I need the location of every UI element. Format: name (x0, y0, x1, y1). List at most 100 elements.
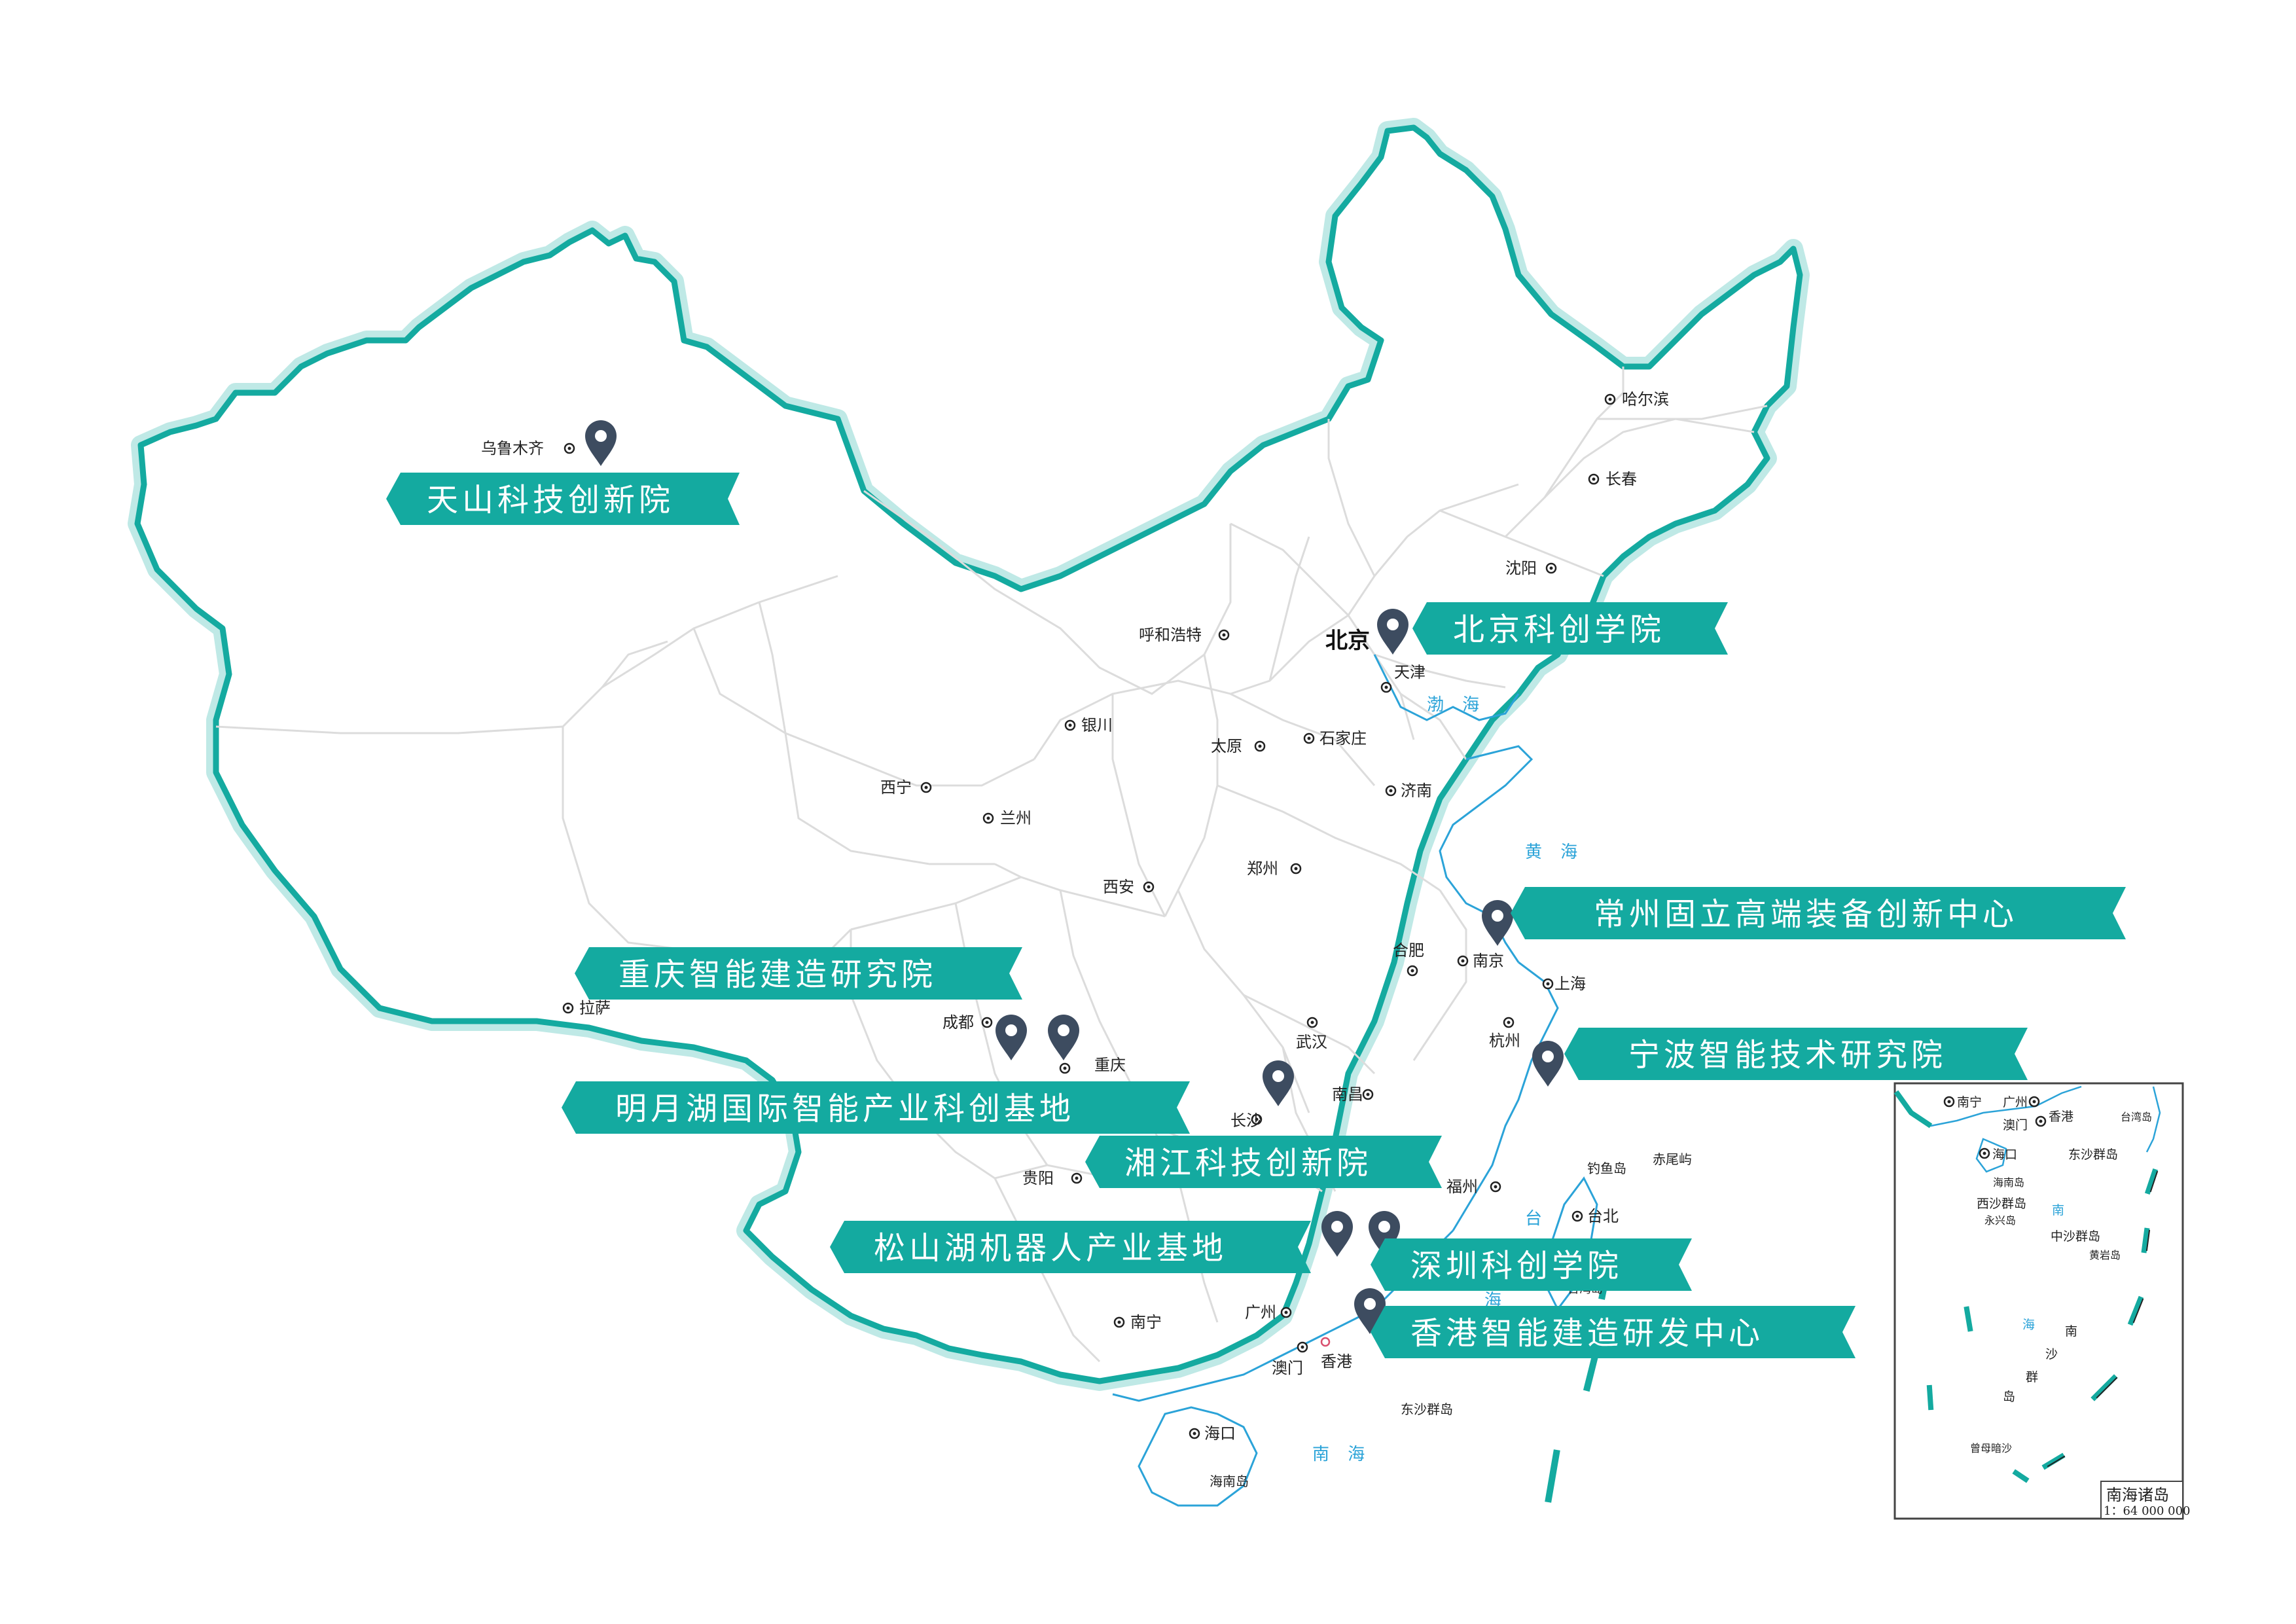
inset-zengmu: 曾母暗沙 (1970, 1442, 2012, 1454)
inset-huangyan: 黄岩岛 (2089, 1249, 2121, 1261)
svg-text:乌鲁木齐: 乌鲁木齐 (481, 439, 544, 458)
city-lhasa: 拉萨 (562, 999, 611, 1017)
banner-shenzhen[interactable]: 深圳科创学院 (1371, 1238, 1692, 1291)
svg-text:松山湖机器人产业基地: 松山湖机器人产业基地 (874, 1230, 1227, 1267)
svg-text:福州: 福州 (1446, 1178, 1478, 1196)
inset-macau: 澳门 (2003, 1118, 2028, 1132)
inset-nanning: 南宁 (1957, 1095, 1982, 1110)
inset-haikou: 海口 (1992, 1147, 2017, 1162)
inset-qun: 群 (2026, 1370, 2038, 1384)
svg-text:香港: 香港 (1321, 1352, 1352, 1371)
huanghai-label: 黄 海 (1525, 842, 1584, 862)
city-harbin: 哈尔滨 (1604, 390, 1669, 408)
pin-dongguan[interactable] (1321, 1211, 1353, 1257)
inset-zhongsha: 中沙群岛 (2051, 1229, 2100, 1244)
svg-text:长沙: 长沙 (1230, 1111, 1262, 1130)
city-fuzhou: 福州 (1446, 1178, 1501, 1196)
pin-ningbo[interactable] (1532, 1041, 1564, 1087)
sea-labels: 渤 海 黄 海 南 海 台 海 (1312, 695, 1584, 1464)
city-macau: 澳门 (1272, 1341, 1308, 1377)
city-nanchang: 南昌 (1332, 1085, 1374, 1104)
city-nanjing: 南京 (1457, 952, 1504, 970)
svg-text:澳门: 澳门 (1272, 1359, 1303, 1377)
banner-ningbo[interactable]: 宁波智能技术研究院 (1564, 1028, 2028, 1080)
inset-scale: 1：64 000 000 (2104, 1504, 2191, 1518)
svg-text:常州固立高端装备创新中心: 常州固立高端装备创新中心 (1594, 896, 2018, 933)
svg-text:南宁: 南宁 (1130, 1313, 1162, 1331)
svg-text:银川: 银川 (1081, 716, 1113, 734)
city-xining: 西宁 (880, 778, 932, 797)
city-nanning: 南宁 (1113, 1313, 1162, 1331)
svg-text:南昌: 南昌 (1332, 1085, 1363, 1104)
svg-text:贵阳: 贵阳 (1022, 1169, 1054, 1187)
svg-text:海口: 海口 (1204, 1424, 1236, 1443)
taiwan-strait-label: 台 (1525, 1209, 1549, 1229)
city-tianjin: 天津 (1380, 663, 1426, 693)
svg-text:重庆智能建造研究院: 重庆智能建造研究院 (619, 956, 937, 993)
inset-nan: 南 (2052, 1203, 2064, 1218)
inset-hongkong: 香港 (2049, 1110, 2073, 1124)
inset-hainan: 海南岛 (1993, 1176, 2024, 1189)
banner-changzhou[interactable]: 常州固立高端装备创新中心 (1511, 887, 2126, 939)
svg-text:天山科技创新院: 天山科技创新院 (427, 482, 674, 518)
svg-text:太原: 太原 (1211, 737, 1242, 755)
svg-text:北京科创学院: 北京科创学院 (1453, 611, 1665, 648)
city-shanghai: 上海 (1542, 975, 1586, 993)
svg-text:上海: 上海 (1554, 975, 1586, 993)
svg-text:合肥: 合肥 (1393, 941, 1424, 960)
banner-xiangjiang[interactable]: 湘江科技创新院 (1085, 1136, 1442, 1188)
inset-hai: 海 (2022, 1318, 2035, 1332)
svg-text:香港智能建造研发中心: 香港智能建造研发中心 (1410, 1315, 1764, 1352)
svg-text:哈尔滨: 哈尔滨 (1622, 390, 1669, 408)
city-hongkong: 香港 (1320, 1337, 1352, 1371)
banner-chongqing[interactable]: 重庆智能建造研究院 (575, 947, 1022, 1000)
banners[interactable]: 天山科技创新院 北京科创学院 常州固立高端装备创新中心 重庆智能建造研究院 宁波… (386, 473, 2126, 1358)
city-beijing: 北京 (1325, 628, 1370, 654)
city-urumqi: 乌鲁木齐 (481, 439, 575, 458)
city-chengdu: 成都 (942, 1013, 993, 1032)
city-lanzhou: 兰州 (982, 809, 1031, 827)
banner-tianshan[interactable]: 天山科技创新院 (386, 473, 740, 525)
nanhai-label: 南 海 (1312, 1445, 1371, 1464)
city-guiyang: 贵阳 (1022, 1169, 1083, 1187)
inset-sha: 沙 (2045, 1347, 2058, 1362)
city-chongqing: 重庆 (1059, 1056, 1126, 1074)
city-taiyuan: 太原 (1211, 737, 1266, 755)
city-changsha: 长沙 (1230, 1111, 1263, 1130)
svg-text:宁波智能技术研究院: 宁波智能技术研究院 (1628, 1037, 1946, 1074)
svg-text:台北: 台北 (1587, 1207, 1619, 1225)
city-hangzhou: 杭州 (1489, 1017, 1520, 1050)
svg-text:呼和浩特: 呼和浩特 (1139, 626, 1202, 644)
city-taipei: 台北 (1571, 1207, 1619, 1225)
city-changchun: 长春 (1588, 470, 1637, 488)
banner-hongkong[interactable]: 香港智能建造研发中心 (1371, 1306, 1856, 1358)
inset-dao: 岛 (2003, 1390, 2015, 1404)
diaoyu-label: 钓鱼岛 (1587, 1161, 1626, 1176)
banner-songshanhu[interactable]: 松山湖机器人产业基地 (830, 1221, 1311, 1273)
svg-text:长春: 长春 (1605, 470, 1637, 488)
svg-text:沈阳: 沈阳 (1505, 559, 1537, 577)
svg-text:杭州: 杭州 (1489, 1032, 1520, 1050)
cities: 乌鲁木齐 哈尔滨 长春 沈阳 呼和浩特 北京 天津 银川 太原 石家庄 西宁 兰… (481, 390, 1669, 1443)
svg-text:兰州: 兰州 (1000, 809, 1031, 827)
city-xian: 西安 (1103, 878, 1155, 896)
banner-mingyuehu[interactable]: 明月湖国际智能产业科创基地 (562, 1081, 1190, 1134)
chiwei-label: 赤尾屿 (1653, 1151, 1692, 1167)
svg-text:南京: 南京 (1473, 952, 1504, 970)
svg-text:西宁: 西宁 (880, 778, 912, 797)
svg-text:重庆: 重庆 (1094, 1056, 1126, 1074)
inset-legend-title: 南海诸岛 (2106, 1486, 2169, 1504)
svg-text:济南: 济南 (1401, 782, 1432, 800)
city-hohhot: 呼和浩特 (1139, 626, 1230, 644)
inset-taiwan: 台湾岛 (2121, 1111, 2152, 1123)
svg-text:湘江科技创新院: 湘江科技创新院 (1124, 1145, 1372, 1182)
dongsha-label: 东沙群岛 (1401, 1401, 1453, 1417)
svg-text:广州: 广州 (1245, 1303, 1276, 1322)
city-wuhan: 武汉 (1296, 1017, 1327, 1051)
bohai-label: 渤 海 (1427, 695, 1486, 715)
inset-xisha: 西沙群岛 (1977, 1197, 2026, 1211)
banner-beijing[interactable]: 北京科创学院 (1412, 602, 1728, 655)
city-jinan: 济南 (1385, 782, 1432, 800)
pin-changzhou[interactable] (1482, 900, 1513, 946)
